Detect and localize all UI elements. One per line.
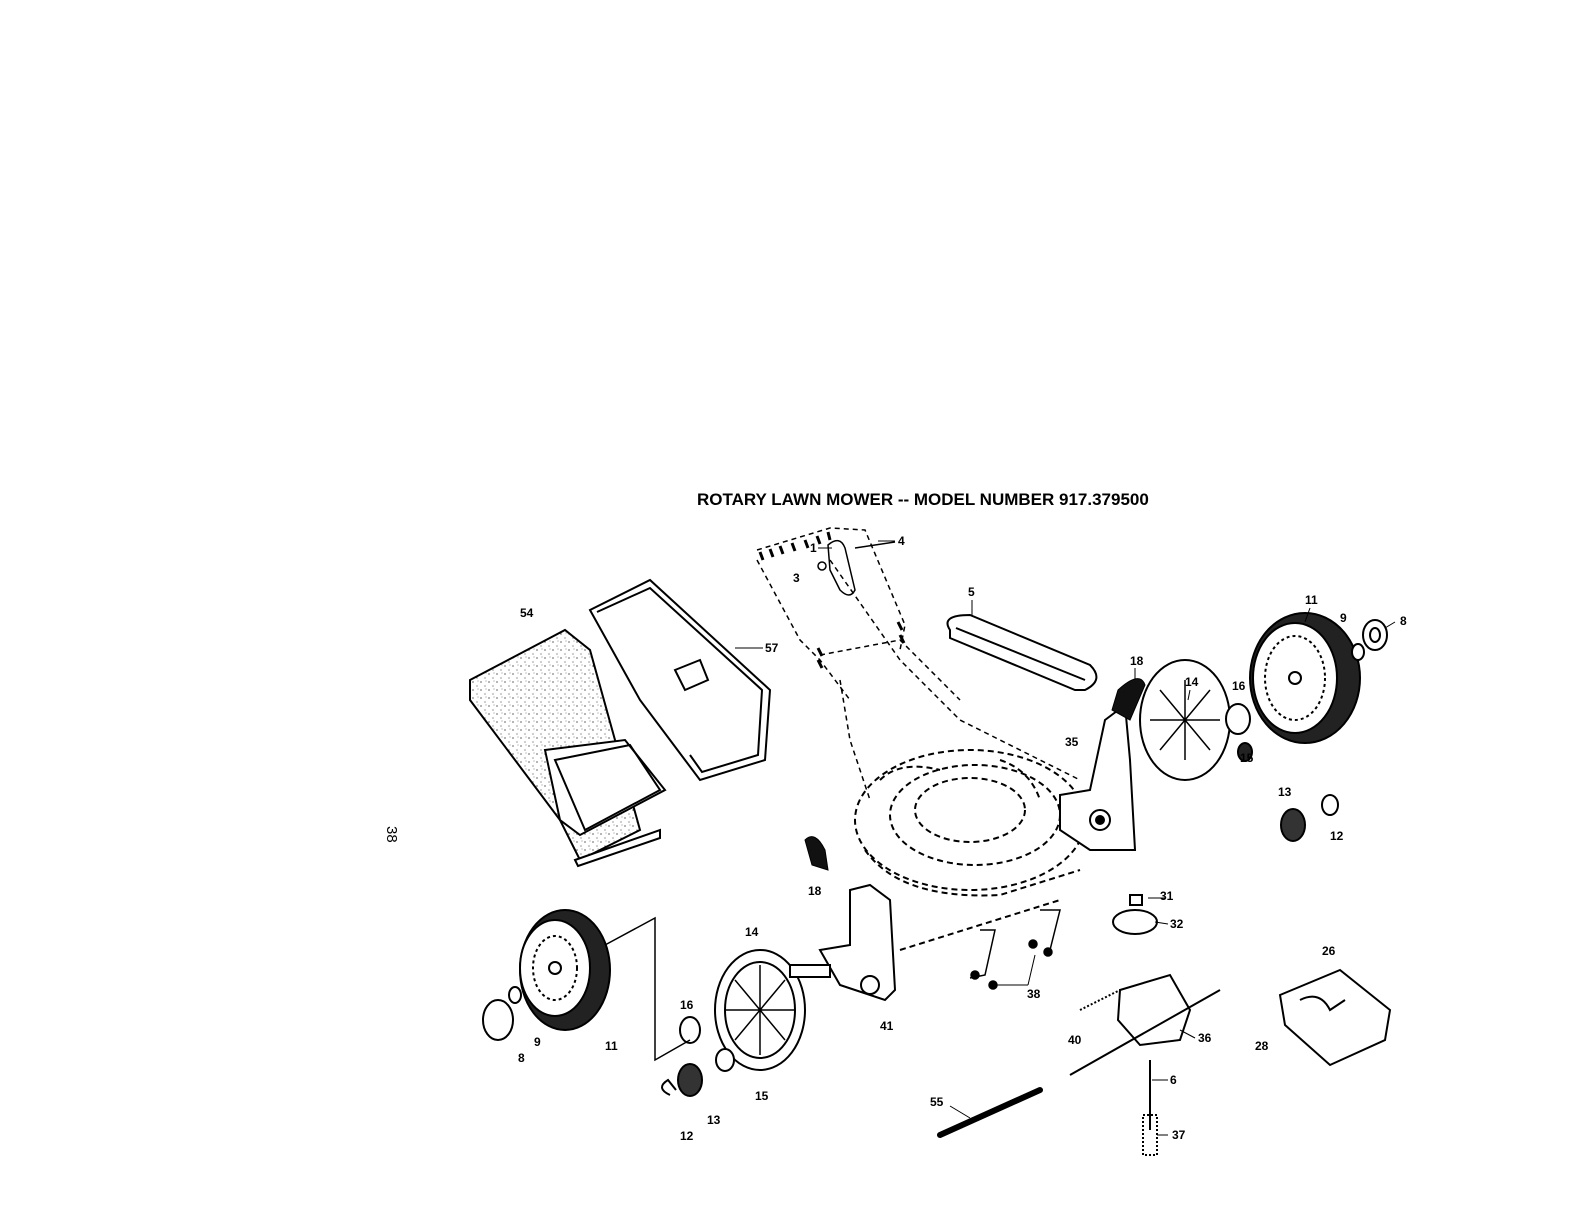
callout-13-left: 13 [707, 1113, 721, 1127]
callout-55: 55 [930, 1095, 944, 1109]
left-height-adjuster [790, 885, 895, 1000]
shield-left [805, 837, 828, 870]
callout-36: 36 [1198, 1031, 1212, 1045]
callout-9-right: 9 [1340, 611, 1347, 625]
handle-assembly [757, 528, 1080, 800]
callout-6: 6 [1170, 1073, 1177, 1087]
callout-12-left: 12 [680, 1129, 694, 1143]
callout-38: 38 [1027, 987, 1041, 1001]
left-rear-wheel [483, 910, 610, 1040]
axle-rod [940, 1090, 1040, 1135]
callout-15-right: 15 [1240, 751, 1254, 765]
mounting-brackets [970, 910, 1060, 989]
callout-9-left: 9 [534, 1035, 541, 1049]
callout-37: 37 [1172, 1128, 1186, 1142]
callout-11-left: 11 [605, 1039, 618, 1053]
callout-31: 31 [1160, 889, 1174, 903]
callout-14-left: 14 [745, 925, 759, 939]
callout-11-right: 11 [1305, 593, 1318, 607]
callout-32: 32 [1170, 917, 1184, 931]
callout-18-top: 18 [1130, 654, 1144, 668]
callout-18-left: 18 [808, 884, 822, 898]
leader-box [605, 918, 690, 1060]
callout-5: 5 [968, 585, 975, 599]
callout-13-right: 13 [1278, 785, 1292, 799]
callout-40: 40 [1068, 1033, 1082, 1047]
handle-hatch [760, 532, 904, 668]
rear-skirt [1280, 970, 1390, 1065]
callout-12-right: 12 [1330, 829, 1344, 843]
right-rear-wheel [1250, 613, 1360, 743]
control-lever [818, 541, 895, 595]
callout-54: 54 [520, 606, 534, 620]
callout-35: 35 [1065, 735, 1079, 749]
callout-3: 3 [793, 571, 800, 585]
callout-28: 28 [1255, 1039, 1269, 1053]
callout-57: 57 [765, 641, 779, 655]
right-hubcap [1352, 620, 1387, 660]
callout-16-left: 16 [680, 998, 694, 1012]
callout-15-left: 15 [755, 1089, 769, 1103]
callout-8-left: 8 [518, 1051, 525, 1065]
right-height-adjuster [1060, 705, 1135, 850]
callout-16-right: 16 [1232, 679, 1246, 693]
grass-bag [470, 630, 665, 866]
callout-1: 1 [810, 541, 817, 555]
callout-26: 26 [1322, 944, 1336, 958]
callout-41: 41 [880, 1019, 894, 1033]
callout-14-right: 14 [1185, 675, 1199, 689]
drive-belt [948, 615, 1097, 690]
transmission [1070, 895, 1220, 1155]
callout-4: 4 [898, 534, 905, 548]
callout-8-right: 8 [1400, 614, 1407, 628]
